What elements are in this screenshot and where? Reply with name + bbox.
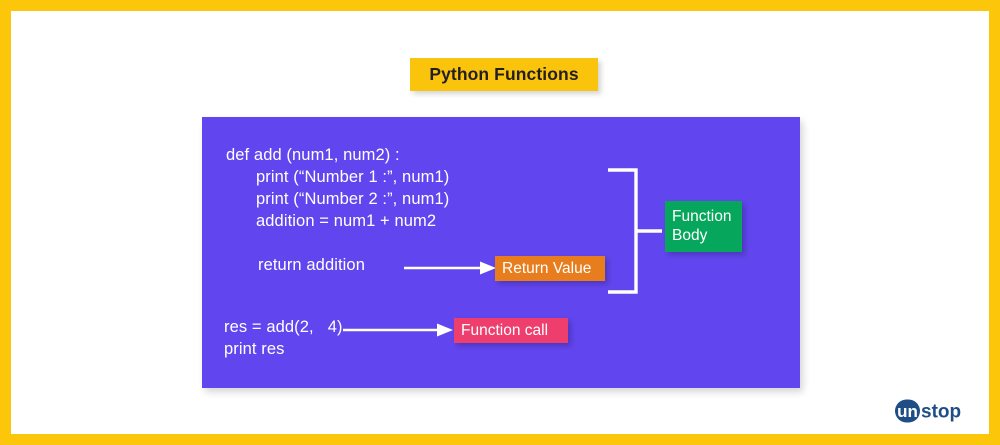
code-line-print-res: print res xyxy=(224,340,285,358)
code-line-print-1: print (“Number 1 :”, num1) xyxy=(256,168,450,186)
function-call-arrow xyxy=(343,323,453,337)
code-line-return: return addition xyxy=(258,256,365,274)
page-title: Python Functions xyxy=(429,64,579,84)
function-body-label-line1: Function xyxy=(672,208,732,226)
function-call-label: Function call xyxy=(461,321,549,339)
unstop-logo: un stop xyxy=(895,399,961,423)
unstop-logo-badge xyxy=(895,399,920,423)
code-line-def: def add (num1, num2) : xyxy=(226,146,400,164)
unstop-logo-badge-text: un xyxy=(897,402,918,421)
function-body-brace xyxy=(608,168,662,294)
code-line-call: res = add(2, 4) xyxy=(224,318,343,336)
page-title-banner: Python Functions xyxy=(410,58,598,91)
function-body-chip: Function Body xyxy=(665,201,742,252)
code-line-print-2: print (“Number 2 :”, num1) xyxy=(256,190,450,208)
code-line-addition: addition = num1 + num2 xyxy=(256,212,437,230)
unstop-logo-word: stop xyxy=(921,402,961,423)
return-value-chip: Return Value xyxy=(495,256,605,281)
function-body-label-line2: Body xyxy=(672,226,708,244)
return-value-label: Return Value xyxy=(502,259,592,277)
function-call-chip: Function call xyxy=(454,318,568,343)
return-value-arrow xyxy=(404,261,496,275)
